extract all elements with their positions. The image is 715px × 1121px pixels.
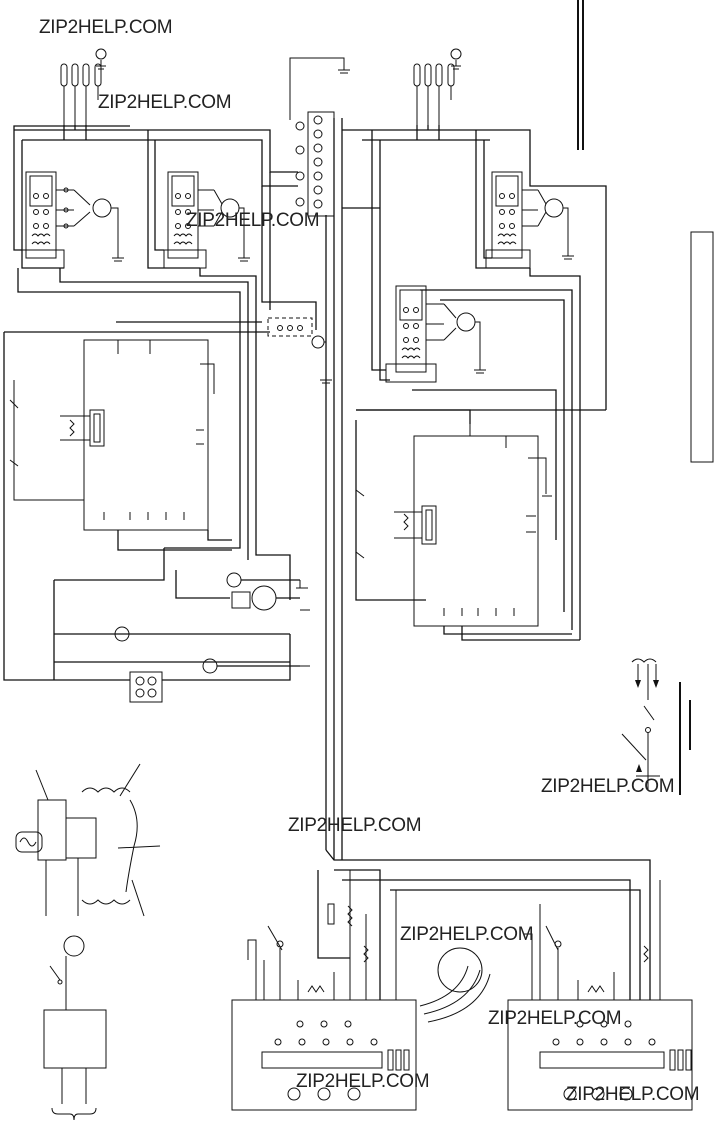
left-bus-wires [13, 125, 298, 269]
watermark-text: ZIP2HELP.COM [186, 210, 320, 231]
watermark-text: ZIP2HELP.COM [566, 1084, 700, 1105]
bottom-right-panel [507, 880, 693, 1111]
probe-cable [419, 947, 491, 1023]
left-control-board [9, 339, 232, 551]
right-side-panel [577, 0, 714, 795]
right-supply-plug [413, 63, 455, 125]
right-control-board [355, 424, 580, 641]
bottom-left-panel [231, 849, 651, 1111]
watermark-text: ZIP2HELP.COM [541, 776, 675, 797]
watermark-text: ZIP2HELP.COM [296, 1071, 430, 1092]
relay-block-4 [385, 285, 486, 383]
watermark-text: ZIP2HELP.COM [488, 1008, 622, 1029]
left-motors [53, 548, 310, 703]
watermark-text: ZIP2HELP.COM [98, 92, 232, 113]
right-bus-wires [342, 125, 607, 640]
left-supply-plug [60, 63, 102, 125]
center-terminal-strip [289, 57, 350, 860]
watermark-text: ZIP2HELP.COM [39, 17, 173, 38]
relay-block-2 [163, 171, 250, 269]
bulb-transformer [43, 935, 107, 1121]
right-ground-icon [450, 48, 462, 70]
right-switch-assembly [621, 658, 660, 790]
thermostat-detail [15, 763, 161, 917]
left-ground-icon [95, 48, 107, 70]
relay-block-3 [485, 171, 574, 269]
watermark-text: ZIP2HELP.COM [400, 924, 534, 945]
relay-block-1 [21, 171, 124, 269]
watermark-text: ZIP2HELP.COM [288, 815, 422, 836]
left-mid-wires [3, 172, 332, 681]
